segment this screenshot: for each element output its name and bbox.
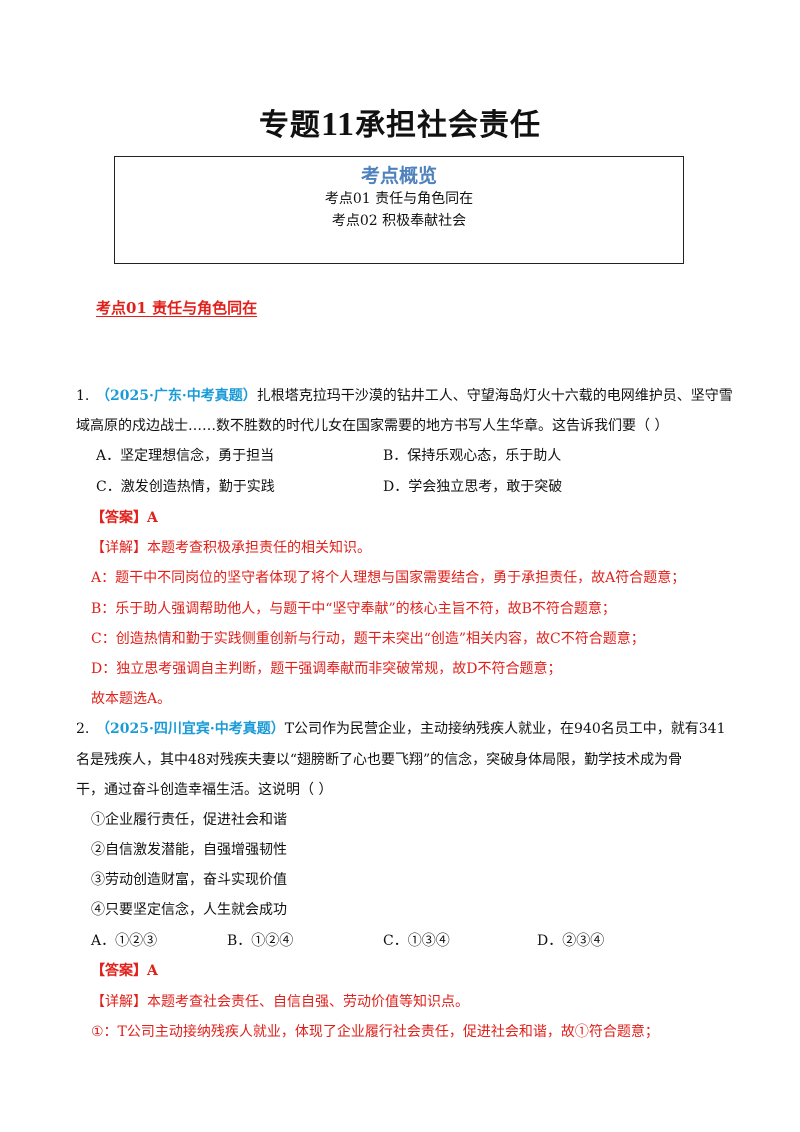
title-prefix: 专题 — [258, 108, 321, 143]
question-2-stem-line1: （2025·四川宜宾·中考真题）T公司作为民营企业，主动接纳残疾人就业，在940… — [96, 719, 726, 739]
question-2-option-d[interactable]: D．②③④ — [537, 933, 605, 949]
question-1-analysis-c: C：创造热情和勤于实践侧重创新与行动，题干未突出“创造”相关内容，故C不符合题意… — [91, 631, 645, 647]
question-2-stem-line3: 干，通过奋斗创造幸福生活。这说明（ ） — [76, 782, 333, 798]
question-1-stem-line2: 域高原的戍边战士……数不胜数的时代儿女在国家需要的地方书写人生华章。这告诉我们要… — [76, 418, 669, 434]
question-2-statement-3: ③劳动创造财富，奋斗实现价值 — [91, 872, 287, 888]
question-2-statement-2: ②自信激发潜能，自强增强韧性 — [91, 842, 287, 858]
overview-item-2: 考点02 积极奉献社会 — [331, 213, 467, 229]
overview-heading: 考点概览 — [360, 165, 437, 187]
question-2-option-a[interactable]: A．①②③ — [91, 933, 158, 949]
question-1-option-c[interactable]: C．激发创造热情，勤于实践 — [96, 479, 275, 495]
detail-intro: 本题考查社会责任、自信自强、劳动价值等知识点。 — [147, 994, 469, 1010]
question-1-option-a[interactable]: A．坚定理想信念，勇于担当 — [96, 448, 275, 464]
question-2-statement-4: ④只要坚定信念，人生就会成功 — [91, 902, 287, 918]
answer-label: 【答案】 — [91, 963, 147, 979]
answer-value: A — [147, 510, 158, 526]
question-1-detail: 【详解】本题考查积极承担责任的相关知识。 — [91, 538, 371, 558]
question-2-stem-line2: 名是残疾人，其中48对残疾夫妻以“翅膀断了心也要飞翔”的信念，突破身体局限，勤学… — [76, 752, 683, 768]
question-2-analysis-1: ①：T公司主动接纳残疾人就业，体现了企业履行社会责任，促进社会和谐，故①符合题意… — [91, 1024, 659, 1040]
question-1-analysis-b: B：乐于助人强调帮助他人，与题干中“坚守奉献”的核心主旨不符，故B不符合题意； — [91, 601, 616, 617]
answer-label: 【答案】 — [91, 510, 147, 526]
section-title-1: 考点01 责任与角色同在 — [96, 299, 258, 317]
question-1-stem-text1: 扎根塔克拉玛干沙漠的钻井工人、守望海岛灯火十六载的电网维护员、坚守雪 — [256, 388, 733, 404]
question-1-number: 1. — [76, 388, 90, 404]
overview-item-1: 考点01 责任与角色同在 — [324, 191, 474, 207]
answer-value: A — [147, 963, 158, 979]
question-1-analysis-a: A：题干中不同岗位的坚守者体现了将个人理想与国家需要结合，勇于承担责任，故A符合… — [91, 570, 686, 586]
question-1-option-d[interactable]: D．学会独立思考，敢于突破 — [383, 479, 563, 495]
detail-intro: 本题考查积极承担责任的相关知识。 — [147, 540, 371, 556]
question-1-tag: （2025·广东·中考真题） — [96, 388, 257, 404]
question-2-answer: 【答案】A — [91, 961, 158, 981]
question-1-option-b[interactable]: B．保持乐观心态，乐于助人 — [383, 448, 562, 464]
question-2-detail: 【详解】本题考查社会责任、自信自强、劳动价值等知识点。 — [91, 992, 469, 1012]
title-number: 11 — [320, 106, 356, 143]
page-title: 专题11承担社会责任 — [0, 100, 800, 144]
detail-label: 【详解】 — [91, 994, 147, 1010]
question-1-answer: 【答案】A — [91, 508, 158, 528]
question-2-option-b[interactable]: B．①②④ — [227, 933, 294, 949]
question-1-stem-line1: （2025·广东·中考真题）扎根塔克拉玛干沙漠的钻井工人、守望海岛灯火十六载的电… — [96, 386, 733, 406]
detail-label: 【详解】 — [91, 540, 147, 556]
question-2-statement-1: ①企业履行责任，促进社会和谐 — [91, 812, 287, 828]
question-2-stem-text1: T公司作为民营企业，主动接纳残疾人就业，在940名员工中，就有341 — [284, 721, 726, 737]
question-2-number: 2. — [76, 721, 90, 737]
question-1-conclusion: 故本题选A。 — [91, 691, 172, 707]
title-suffix: 承担社会责任 — [355, 108, 542, 143]
question-2-tag: （2025·四川宜宾·中考真题） — [96, 721, 285, 737]
question-2-option-c[interactable]: C．①③④ — [383, 933, 450, 949]
overview-box: 考点概览 考点01 责任与角色同在 考点02 积极奉献社会 — [114, 156, 684, 264]
question-1-analysis-d: D：独立思考强调自主判断，题干强调奉献而非突破常规，故D不符合题意； — [91, 661, 562, 677]
